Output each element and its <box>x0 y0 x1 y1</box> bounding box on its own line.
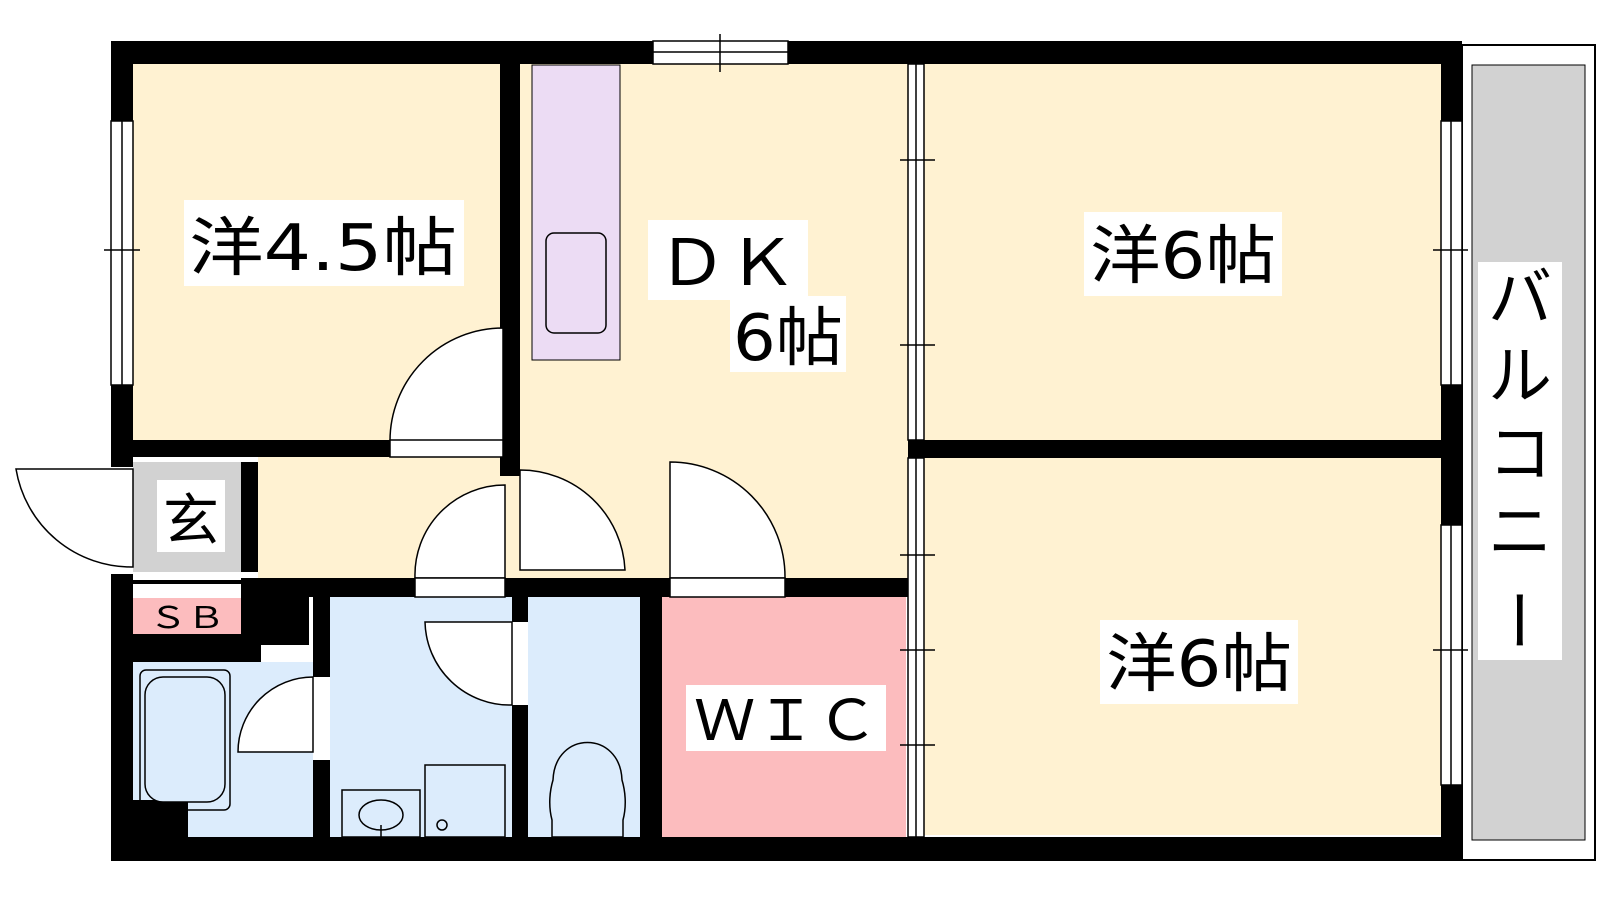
label-dk: ＤＫ <box>657 227 797 301</box>
walls <box>111 41 1462 861</box>
label-wic: ＷＩＣ <box>694 689 878 754</box>
svg-text:ニ: ニ <box>1488 496 1552 570</box>
bathtub-icon <box>144 676 226 803</box>
label-entrance: 玄 <box>163 489 219 554</box>
svg-text:ル: ル <box>1488 340 1552 414</box>
label-western-4-5: 洋4.5帖 <box>189 212 457 286</box>
doors <box>15 327 786 753</box>
label-balcony: バ ル コ ニ ー <box>1479 262 1553 652</box>
room-shoe-box <box>133 598 241 634</box>
washing-machine-icon <box>424 764 506 838</box>
kitchen-sink-icon <box>545 232 607 334</box>
label-western-6-top: 洋6帖 <box>1090 220 1276 294</box>
room-labels: 洋4.5帖 ＤＫ 6帖 洋6帖 洋6帖 玄 ＳＢ ＷＩＣ バ ル コ ニ ー <box>149 200 1562 754</box>
toilet-icon <box>549 741 626 838</box>
windows <box>104 34 1468 786</box>
svg-text:コ: コ <box>1488 418 1552 492</box>
label-western-6-bottom: 洋6帖 <box>1106 628 1292 702</box>
label-shoe-box: ＳＢ <box>149 601 225 636</box>
sliding-doors <box>900 63 935 838</box>
label-dk-size: 6帖 <box>733 302 843 376</box>
svg-text:ー: ー <box>1479 588 1553 652</box>
svg-text:バ: バ <box>1488 262 1552 336</box>
fixtures <box>139 232 626 838</box>
